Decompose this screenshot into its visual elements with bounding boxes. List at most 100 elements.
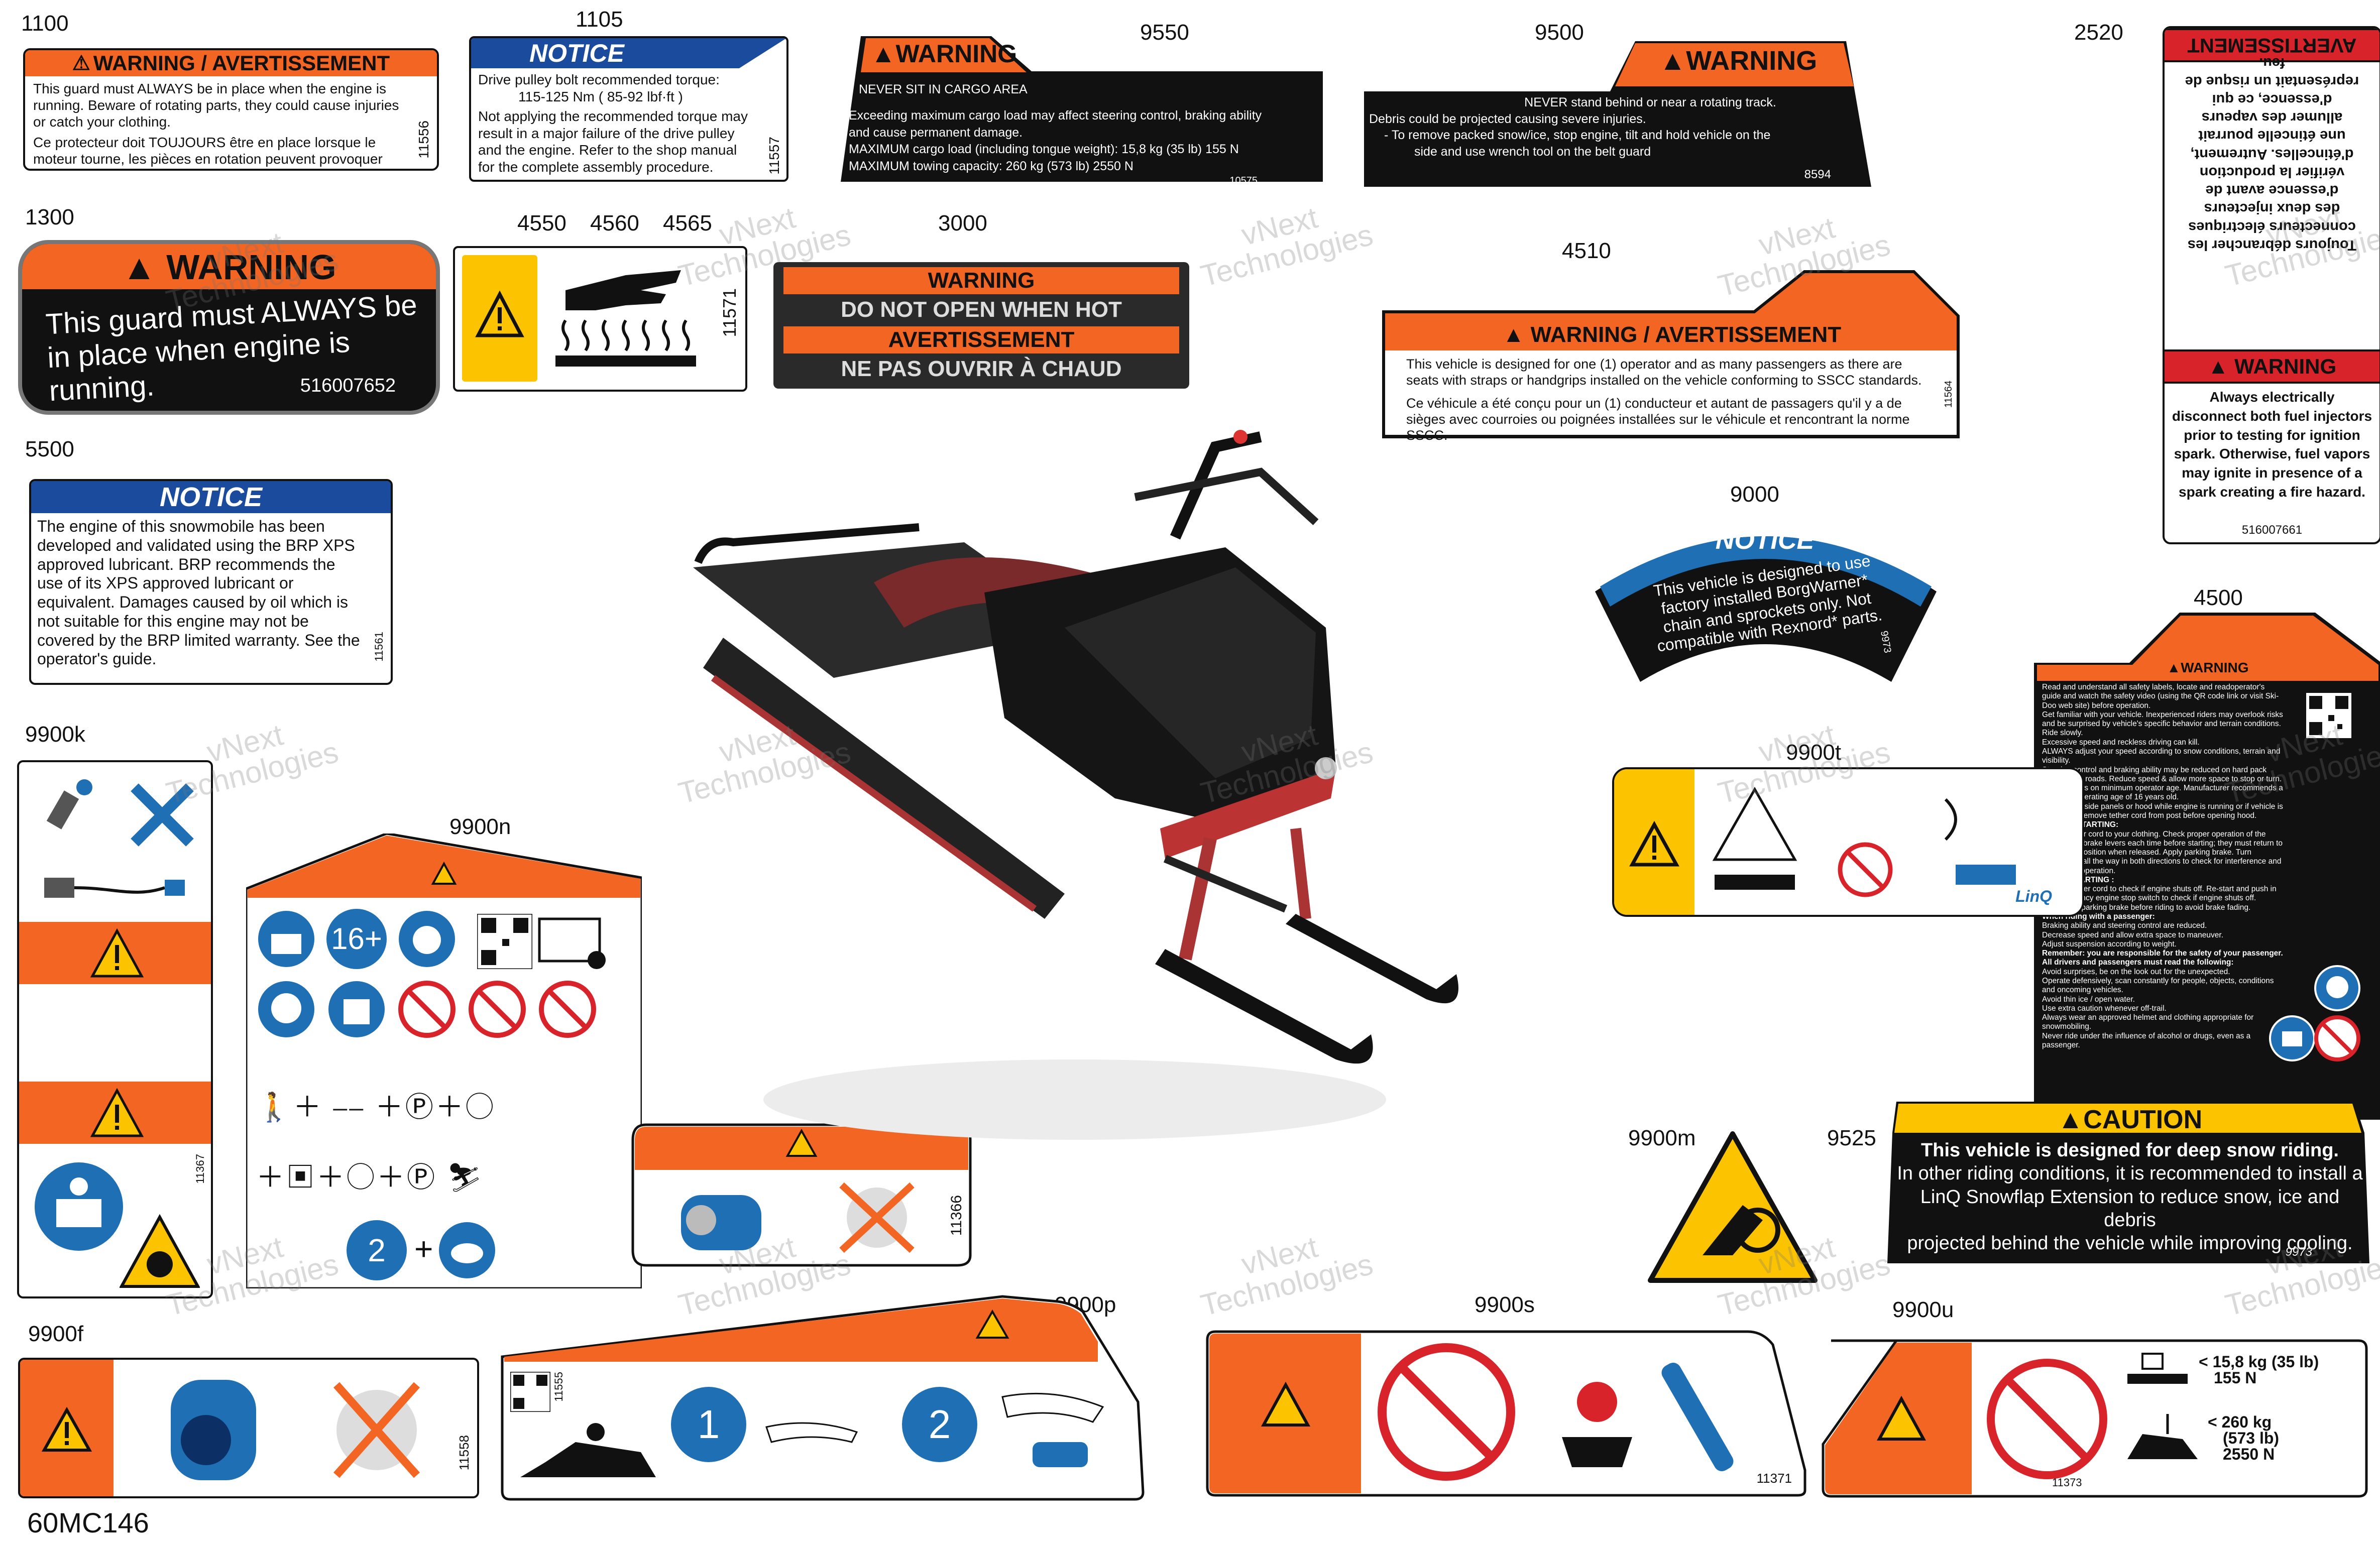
- warning-triangle-icon: ▲: [2057, 1105, 2084, 1134]
- ref-9900n: 9900n: [449, 814, 511, 839]
- decal-9900t-warning-panel: [1614, 769, 1694, 915]
- warning-triangle-icon: ▲: [1659, 46, 1686, 76]
- decal-9900f: 11558: [18, 1358, 479, 1498]
- decal-1105-code: 11557: [766, 137, 782, 175]
- decal-9525: ▲CAUTION This vehicle is designed for de…: [1887, 1098, 2372, 1267]
- spark-plug-icon: [46, 779, 92, 829]
- no-alcohol-icon: [539, 981, 596, 1038]
- hot-surface-hand-icon: [555, 270, 696, 367]
- ref-9525: 9525: [1827, 1126, 1876, 1150]
- decal-4550: 11571: [453, 246, 747, 392]
- decal-9525-shape: [1887, 1102, 2369, 1263]
- decal-9900p-shape: [501, 1295, 1145, 1501]
- decal-9525-line3: LinQ Snowflap Extension to reduce snow, …: [1920, 1186, 2340, 1231]
- ref-9900s: 9900s: [1475, 1292, 1535, 1317]
- decal-9900k-orange-band-2: [19, 1082, 211, 1144]
- no-passenger-cargo-icon: [469, 981, 526, 1038]
- decal-2520-header: ▲ WARNING: [2165, 349, 2379, 384]
- decal-5500: NOTICE The engine of this snowmobile has…: [29, 479, 393, 685]
- cargo-rack-icon: [2127, 1353, 2188, 1384]
- decal-9500-line2: Debris could be projected causing severe…: [1369, 111, 1646, 126]
- no-open-guard-icon: [333, 1382, 420, 1478]
- decal-2520-code: 516007661: [2241, 523, 2303, 537]
- decal-9550-line4: MAXIMUM cargo load (including tongue wei…: [849, 142, 1239, 157]
- decal-4550-warning-panel: [462, 255, 537, 382]
- decal-5500-body: The engine of this snowmobile has been d…: [37, 517, 360, 668]
- decal-4550-code: 11571: [719, 288, 740, 337]
- decal-9900j-code: 11366: [948, 1195, 965, 1236]
- ref-4500: 4500: [2194, 585, 2243, 610]
- single-seat-icon: [765, 1422, 858, 1443]
- decal-9900u: < 15,8 kg (35 lb)155 N < 260 kg(573 lb)2…: [1821, 1339, 2368, 1498]
- ref-4550: 4550: [517, 211, 566, 235]
- ref-9900f: 9900f: [28, 1322, 84, 1346]
- read-manual-icon: [35, 1162, 123, 1251]
- decal-9500-line3: - To remove packed snow/ice, stop engine…: [1384, 128, 1771, 142]
- decal-4510-header: ▲ WARNING / AVERTISSEMENT: [1502, 322, 1842, 347]
- decal-1105: NOTICE Drive pulley bolt recommended tor…: [469, 36, 788, 182]
- ref-9900t: 9900t: [1786, 740, 1842, 765]
- decal-9550-shape: [841, 36, 1323, 182]
- pre-ride-check-sequence-2: ＋▣＋◯＋Ⓟ ⛷: [256, 1161, 485, 1193]
- diagram-code: 60MC146: [27, 1507, 149, 1538]
- decal-9550-line1: NEVER SIT IN CARGO AREA: [859, 82, 1028, 96]
- decal-9500-header: ▲WARNING: [1659, 46, 1818, 76]
- decal-3000-line1: WARNING: [783, 267, 1179, 294]
- snowmobile-rider-icon: [520, 1423, 656, 1477]
- decal-1100-header: ⚠ WARNING / AVERTISSEMENT: [25, 50, 437, 76]
- decal-9900t: LinQ: [1612, 767, 2084, 917]
- deep-snow-riding-icon: [1712, 786, 1797, 890]
- emergency-stop-button-icon: [1562, 1382, 1632, 1467]
- decal-9525-code: 9973: [2285, 1245, 2312, 1259]
- wrench-tool-icon: [1661, 1362, 1734, 1472]
- no-packed-snow-icon: [1838, 842, 1893, 897]
- warning-triangle-icon: ▲: [871, 40, 896, 68]
- ref-4510: 4510: [1562, 239, 1611, 263]
- decal-9500-shape: [1364, 41, 1871, 187]
- warning-triangle-icon: ▲: [2207, 354, 2229, 378]
- no-track-contact-icon: [1378, 1343, 1515, 1481]
- entanglement-warning-icon: [1648, 1131, 1818, 1283]
- qr-code-icon: [2306, 693, 2351, 738]
- cargo-weight-limit: < 15,8 kg (35 lb)155 N: [2199, 1353, 2319, 1387]
- decal-9000-header: NOTICE: [1715, 526, 1815, 555]
- decal-4500-header: ▲WARNING: [2167, 660, 2249, 675]
- decal-9900k-orange-band-1: [19, 922, 211, 984]
- helmet-mandatory-icon: [2314, 965, 2360, 1011]
- decal-4500-text: Read and understand all safety labels, l…: [2042, 683, 2283, 1049]
- decal-9000: NOTICE This vehicle is designed to use f…: [1585, 511, 1945, 684]
- decal-1300: ▲ WARNING This guard must ALWAYS be in p…: [18, 240, 440, 415]
- decal-4510: ▲ WARNING / AVERTISSEMENT This vehicle i…: [1382, 270, 1962, 441]
- ref-1100: 1100: [21, 11, 69, 36]
- decal-9900f-code: 11558: [457, 1435, 472, 1471]
- min-age-icon: 16+: [326, 909, 387, 969]
- no-alcohol-icon: [2314, 1015, 2360, 1061]
- warning-triangle-icon: [41, 1406, 92, 1452]
- no-open-guard-icon: [839, 1182, 915, 1253]
- decal-9900k-code: 11367: [194, 1154, 206, 1184]
- decal-1300-header: ▲ WARNING: [22, 244, 436, 289]
- video-icon: [538, 917, 606, 969]
- decal-9525-line4: projected behind the vehicle while impro…: [1907, 1233, 2353, 1254]
- ref-9900k: 9900k: [25, 722, 85, 747]
- snowmobile-illustration: [693, 430, 1458, 1140]
- tools-icon: [131, 783, 194, 847]
- plus-sign: +: [414, 1231, 433, 1267]
- warning-triangle-icon: ⚠: [72, 52, 90, 74]
- decal-9550-code: 10575: [1229, 175, 1258, 186]
- decal-9550: ▲WARNING NEVER SIT IN CARGO AREA Exceedi…: [841, 31, 1323, 192]
- decal-1100-en: This guard must ALWAYS be in place when …: [33, 81, 399, 130]
- decal-2520: AVERTISSEMENT Toujours débrancher les co…: [2163, 26, 2380, 544]
- decal-9900s-code: 11371: [1756, 1471, 1792, 1486]
- decal-9900k: 11367: [17, 760, 213, 1298]
- decal-9900n: 16+ 🚶＋ ⎯⎯ ＋Ⓟ＋◯ ＋▣＋◯＋Ⓟ ⛷ 2 +: [246, 834, 642, 1288]
- decal-1105-body: Not applying the recommended torque may …: [478, 108, 748, 175]
- decal-1100-code: 11556: [416, 121, 431, 159]
- ref-5500: 5500: [25, 437, 74, 461]
- decal-4510-fr: Ce véhicule a été conçu pour un (1) cond…: [1406, 396, 1910, 441]
- decal-9525-line1: This vehicle is designed for deep snow r…: [1921, 1140, 2339, 1161]
- warning-triangle-icon: ▲: [2167, 660, 2181, 675]
- decal-9550-header: ▲WARNING: [871, 40, 1017, 68]
- ref-1300: 1300: [25, 205, 74, 229]
- warning-triangle-icon: [90, 928, 144, 978]
